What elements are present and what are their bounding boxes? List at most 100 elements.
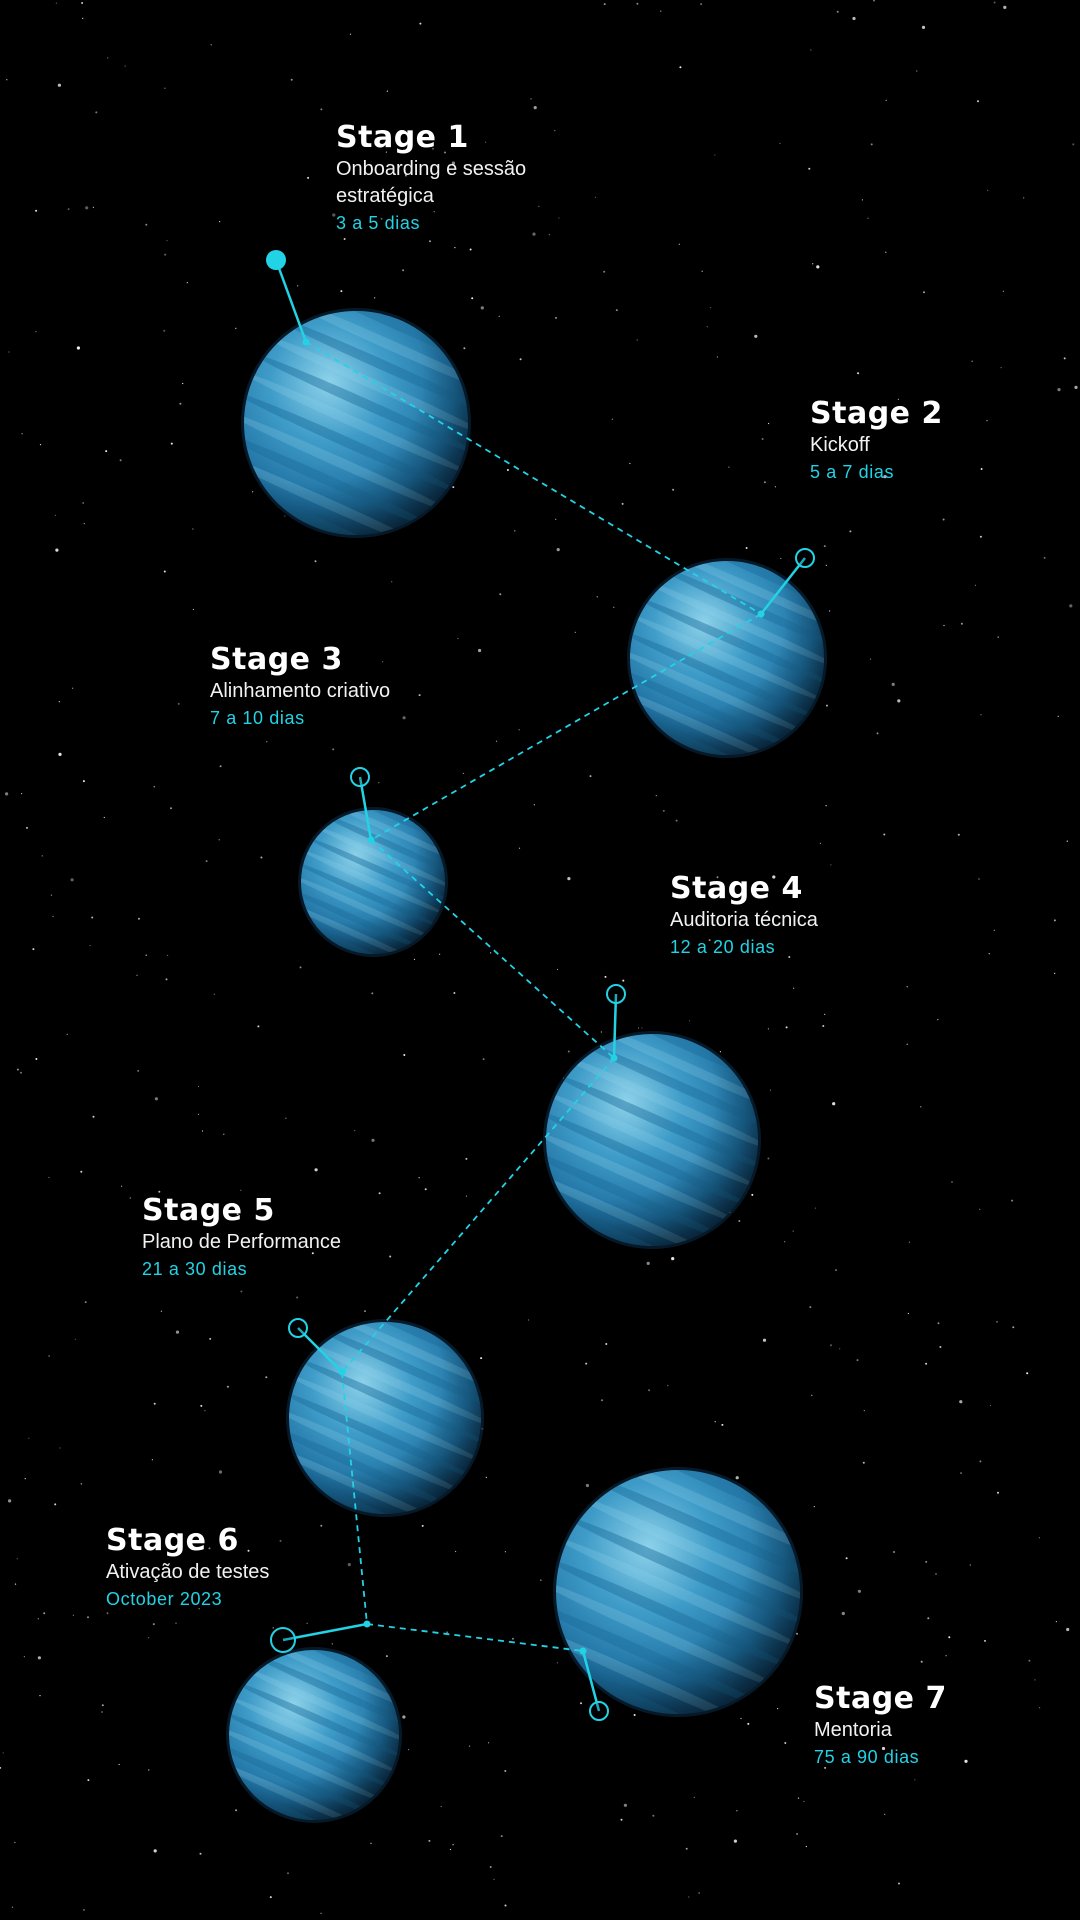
star xyxy=(511,1637,514,1640)
star xyxy=(35,1058,38,1060)
star xyxy=(977,100,979,103)
star xyxy=(605,1343,608,1345)
stage-5-label: Stage 5 Plano de Performance 21 a 30 dia… xyxy=(142,1193,472,1283)
stage-4-label: Stage 4 Auditoria técnica 12 a 20 dias xyxy=(670,871,1000,961)
star xyxy=(558,217,560,219)
star xyxy=(897,699,901,703)
star xyxy=(107,57,109,59)
star xyxy=(779,142,781,145)
star xyxy=(812,263,814,265)
star xyxy=(620,1818,623,1821)
star xyxy=(856,1359,859,1362)
star xyxy=(8,1499,12,1503)
star xyxy=(819,842,822,845)
star xyxy=(797,1797,800,1799)
star xyxy=(816,265,820,269)
star xyxy=(793,987,795,989)
star xyxy=(829,610,831,612)
star xyxy=(925,1560,928,1563)
star xyxy=(675,819,678,822)
star xyxy=(852,16,856,21)
star xyxy=(979,535,982,538)
star xyxy=(402,716,406,720)
stage-description: Onboarding e sessão estratégica xyxy=(336,158,527,207)
star xyxy=(74,1338,76,1340)
star xyxy=(218,1470,223,1474)
star xyxy=(218,839,220,841)
star xyxy=(457,637,459,640)
star xyxy=(449,1848,452,1851)
marker-7 xyxy=(589,1701,609,1721)
star xyxy=(514,530,516,532)
star xyxy=(621,502,624,505)
star xyxy=(636,339,638,341)
anchor-dot-1 xyxy=(302,338,310,346)
planet-2 xyxy=(598,530,856,786)
star xyxy=(83,523,85,525)
star xyxy=(885,251,887,253)
star xyxy=(260,856,263,859)
star xyxy=(101,1704,104,1707)
star xyxy=(429,240,431,243)
stage-7-label: Stage 7 Mentoria 75 a 90 dias xyxy=(814,1681,1080,1771)
star xyxy=(198,1608,200,1610)
star xyxy=(993,929,995,931)
star xyxy=(636,2,639,5)
star xyxy=(87,1779,90,1782)
star xyxy=(540,1579,542,1581)
star xyxy=(124,65,126,67)
star xyxy=(179,402,182,405)
star xyxy=(8,351,10,353)
star xyxy=(462,772,464,775)
star xyxy=(165,978,168,981)
path-segment-6 xyxy=(366,1623,584,1652)
star xyxy=(603,3,606,6)
star xyxy=(1053,919,1056,922)
star xyxy=(95,111,98,114)
planet-5 xyxy=(258,1291,512,1545)
anchor-dot-7 xyxy=(579,1647,587,1655)
stage-duration: 5 a 7 dias xyxy=(810,462,895,482)
star xyxy=(349,33,352,35)
star xyxy=(1057,388,1061,392)
star xyxy=(916,70,918,72)
star xyxy=(996,1321,998,1323)
star xyxy=(465,1195,468,1197)
star xyxy=(72,1614,74,1616)
star xyxy=(504,1551,506,1553)
star xyxy=(585,1362,588,1365)
stage-3-label: Stage 3 Alinhamento criativo 7 a 10 dias xyxy=(210,642,540,732)
star xyxy=(235,1809,238,1812)
connection-path xyxy=(305,341,762,1652)
star xyxy=(240,1189,242,1191)
star xyxy=(867,217,869,219)
star xyxy=(82,1908,85,1911)
star xyxy=(421,1524,424,1527)
star xyxy=(898,1882,900,1885)
star xyxy=(1063,357,1066,360)
star xyxy=(402,269,405,272)
star xyxy=(601,1399,603,1402)
stage-title: Stage 2 xyxy=(810,396,943,431)
star xyxy=(81,2,84,4)
star xyxy=(170,442,173,445)
star xyxy=(939,1346,942,1348)
anchor-dot-4 xyxy=(610,1054,618,1062)
star xyxy=(252,491,254,493)
star xyxy=(701,270,703,272)
star xyxy=(204,1410,206,1412)
star xyxy=(679,66,682,69)
star xyxy=(969,1564,971,1566)
star xyxy=(870,143,873,146)
star xyxy=(857,1589,862,1593)
star xyxy=(402,1715,406,1719)
star xyxy=(1072,143,1075,146)
path-segment-5 xyxy=(341,1371,368,1625)
star xyxy=(385,151,387,153)
star xyxy=(432,147,434,150)
star xyxy=(48,1355,50,1357)
star xyxy=(948,1636,951,1639)
star xyxy=(641,1027,643,1029)
marker-2 xyxy=(795,548,815,568)
star xyxy=(153,1849,157,1853)
